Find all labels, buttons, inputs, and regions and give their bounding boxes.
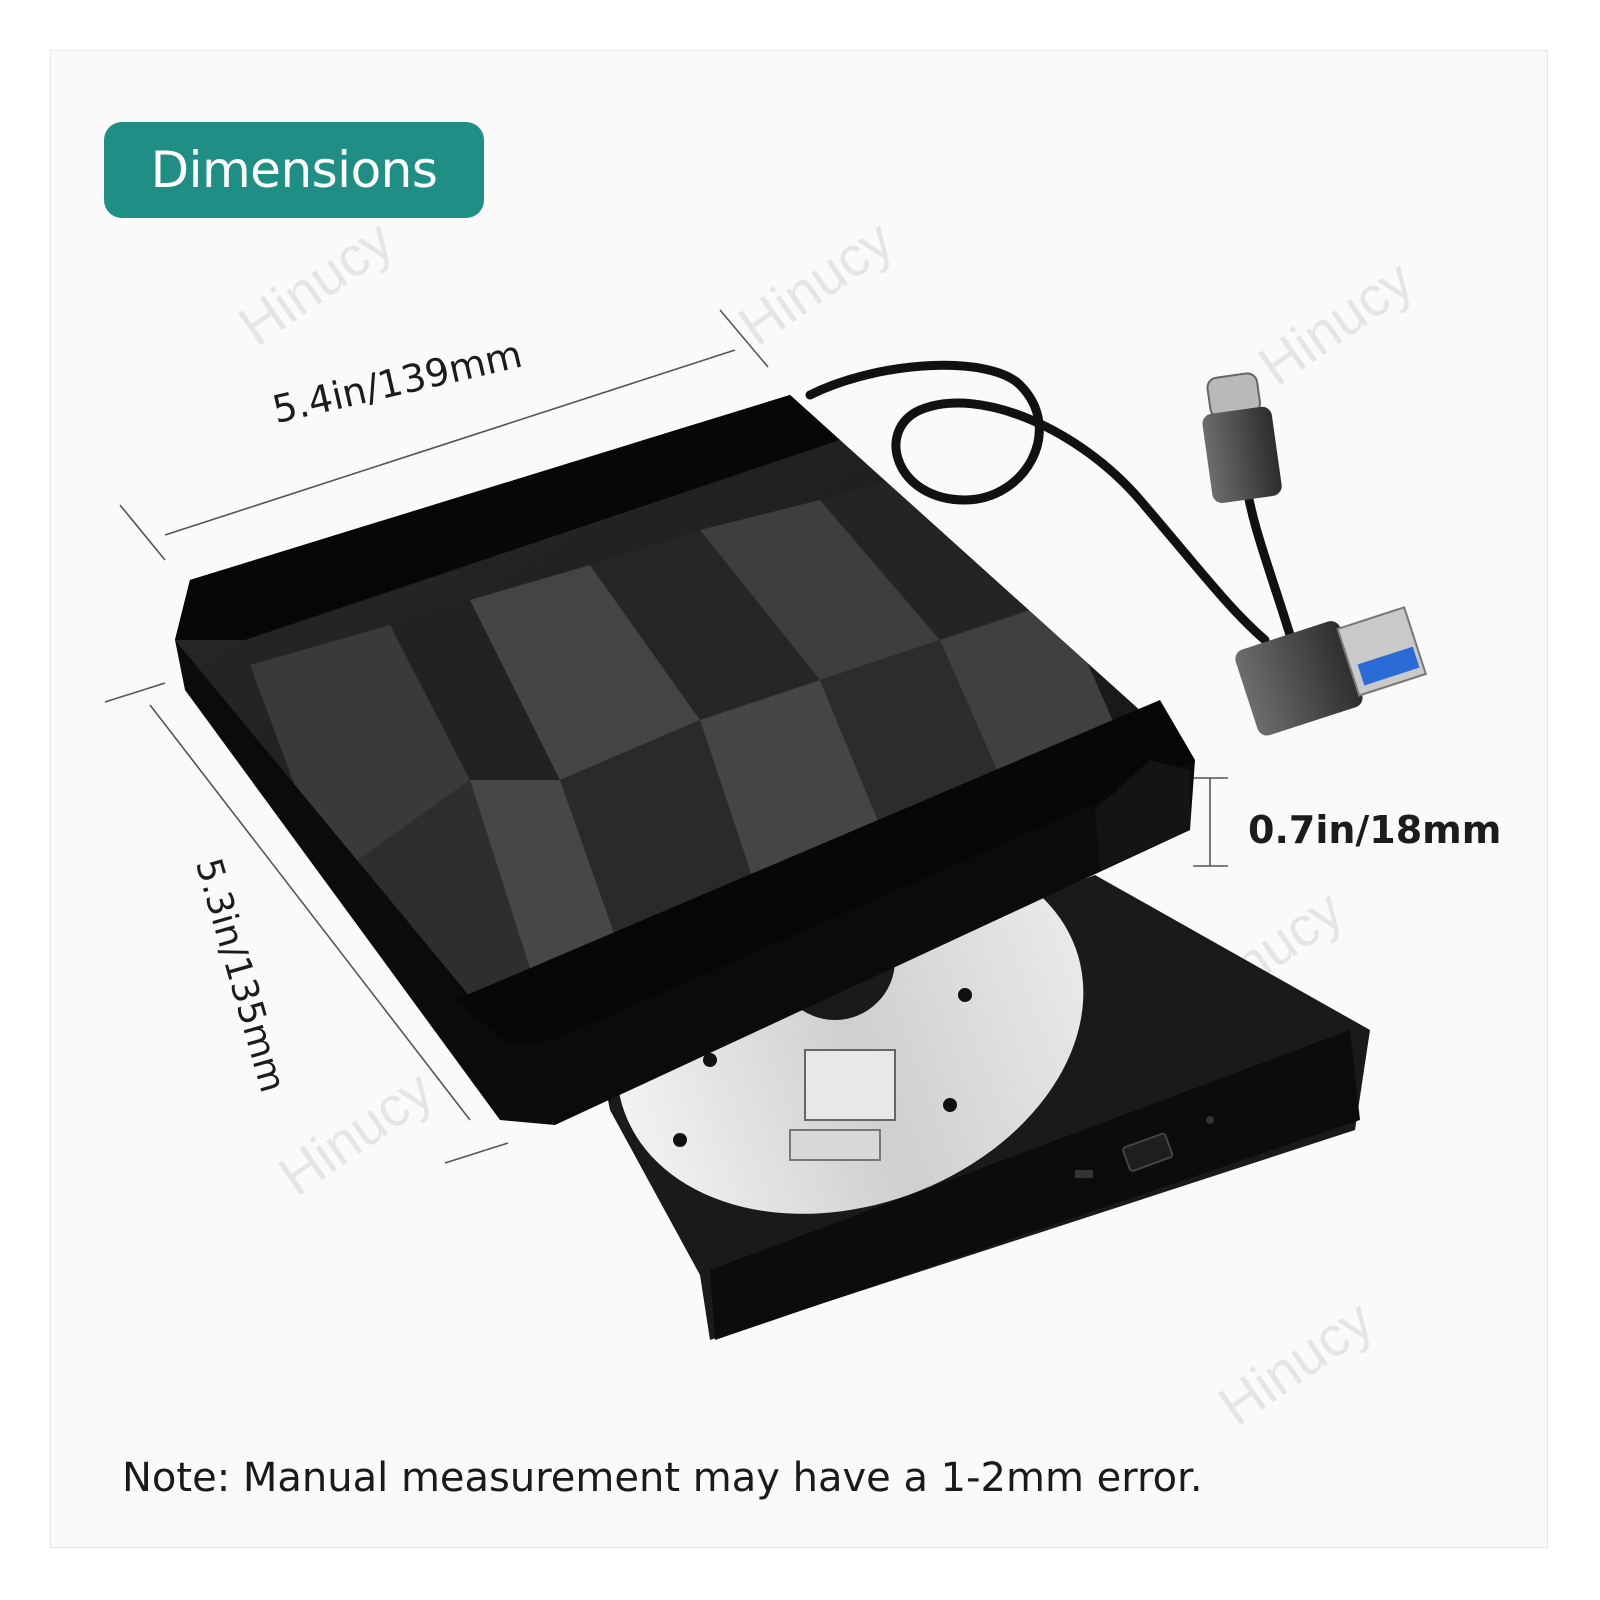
height-dimension-label: 0.7in/18mm xyxy=(1248,808,1502,852)
badge-label: Dimensions xyxy=(150,141,438,199)
usb-a-connector xyxy=(1235,606,1428,736)
depth-dimension-line xyxy=(104,682,509,1164)
dimensions-badge: Dimensions xyxy=(104,122,484,218)
width-dimension-line xyxy=(119,309,769,561)
measurement-note: Note: Manual measurement may have a 1-2m… xyxy=(122,1455,1203,1501)
drive-body xyxy=(175,395,1195,1125)
usb-c-connector xyxy=(1202,372,1282,503)
height-dimension-line xyxy=(1193,777,1228,867)
